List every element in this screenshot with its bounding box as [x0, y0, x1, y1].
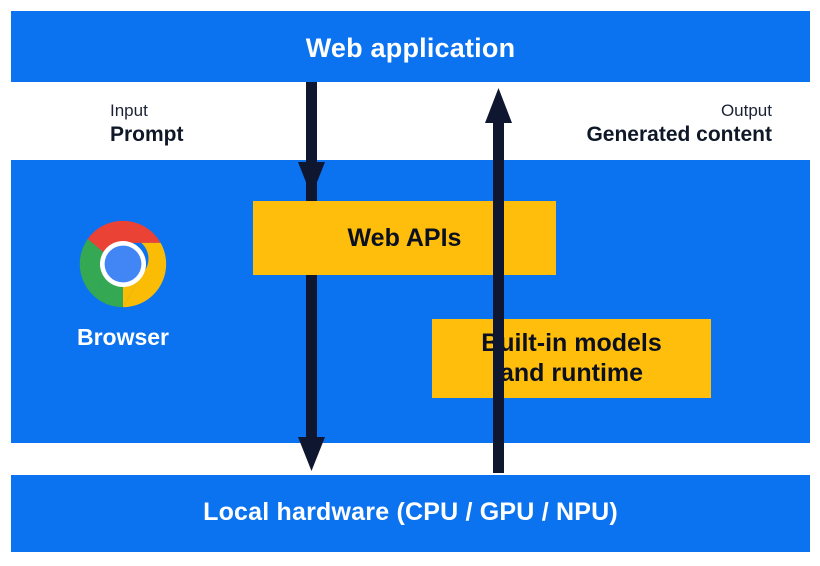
web-apis-box: Web APIs: [253, 201, 556, 275]
browser-group: Browser: [60, 218, 186, 378]
output-value-label: Generated content: [586, 123, 772, 147]
chrome-logo-icon: [79, 220, 167, 308]
web-application-panel: Web application: [11, 11, 810, 82]
local-hardware-label: Local hardware (CPU / GPU / NPU): [203, 498, 618, 526]
output-caption: Output Generated content: [586, 100, 772, 149]
input-value-label: Prompt: [110, 123, 184, 147]
browser-label: Browser: [76, 324, 170, 350]
input-kicker-label: Input: [110, 101, 148, 120]
input-caption: Input Prompt: [110, 100, 184, 149]
output-kicker-label: Output: [720, 101, 772, 120]
web-apis-label: Web APIs: [347, 223, 462, 252]
web-application-label: Web application: [305, 33, 516, 63]
local-hardware-panel: Local hardware (CPU / GPU / NPU): [11, 475, 810, 552]
